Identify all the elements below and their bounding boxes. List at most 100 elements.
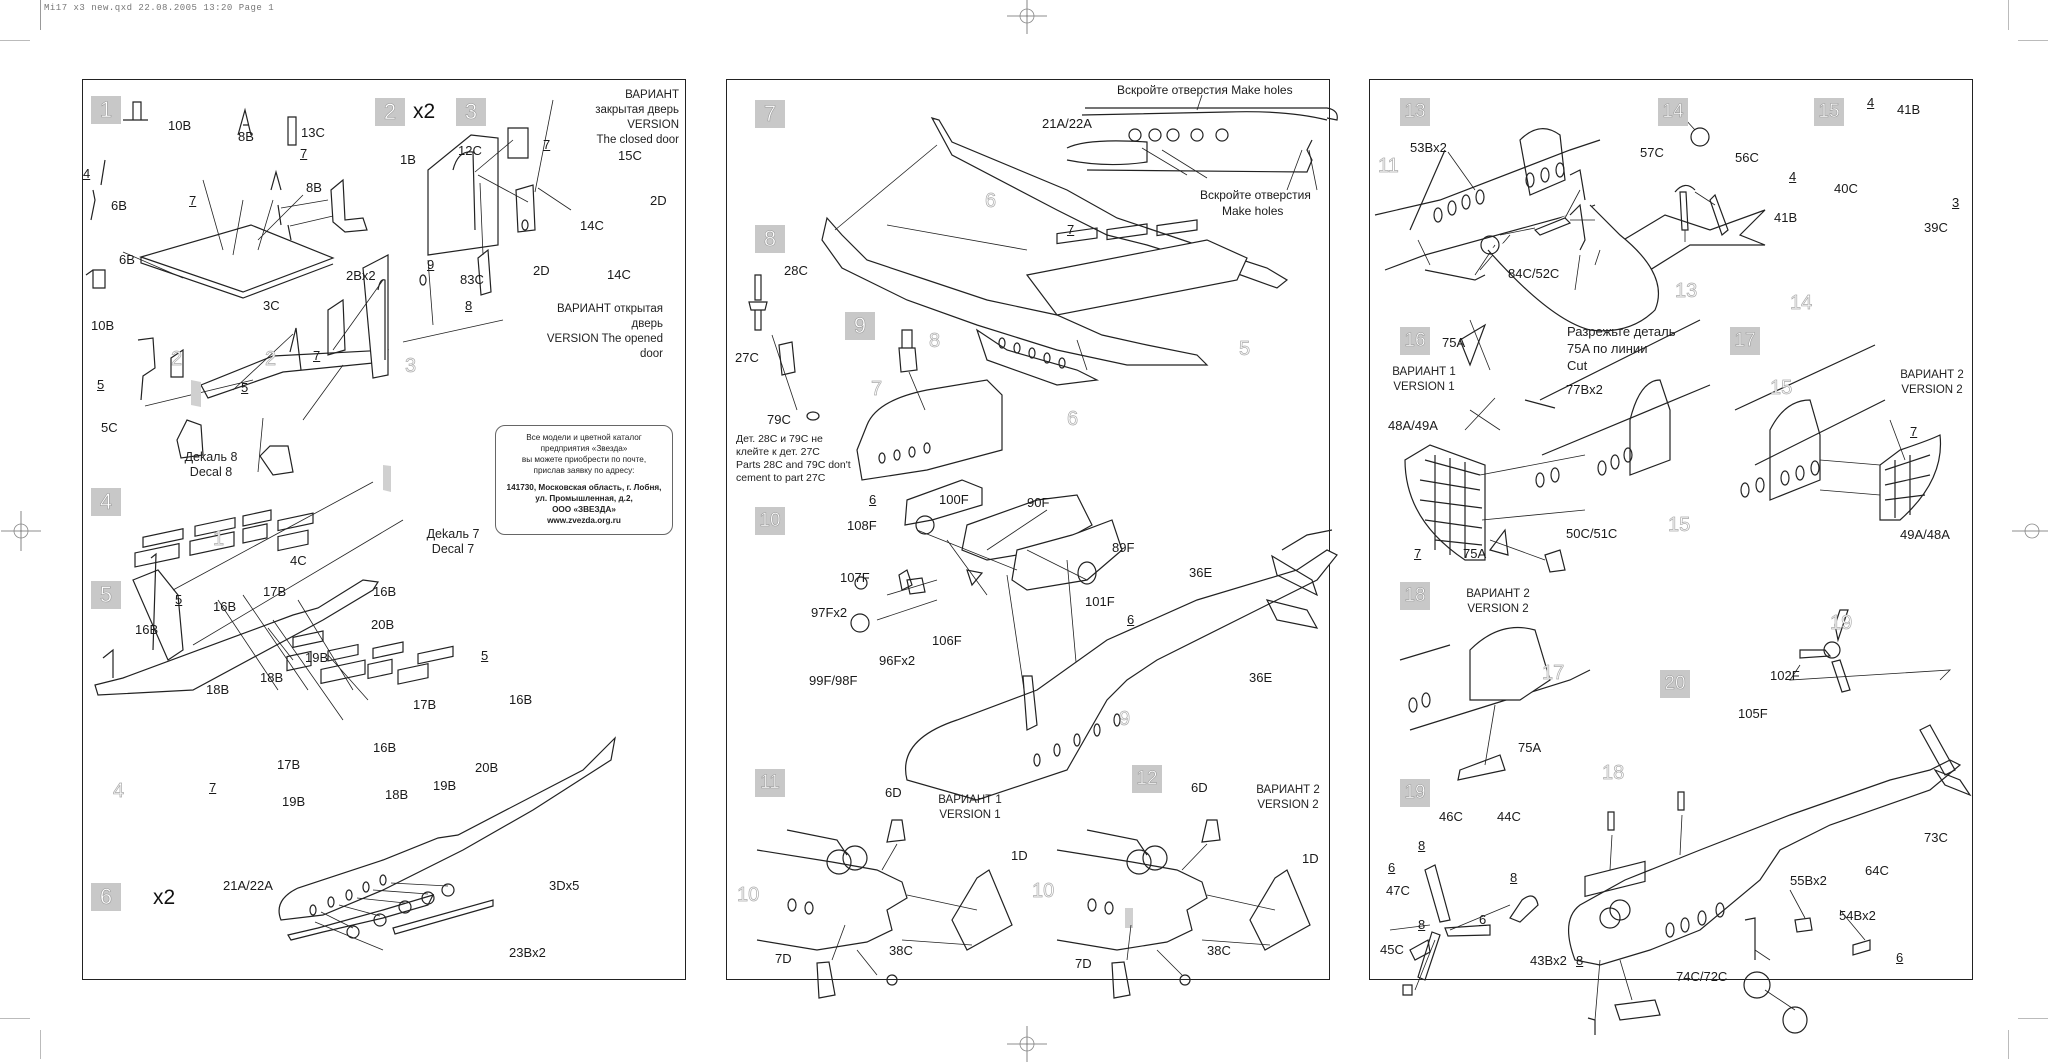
step-11-badge: 11 <box>755 769 785 797</box>
part-ref-label: 6 <box>869 492 877 507</box>
registration-mark-top <box>1007 0 1047 34</box>
part-label: 8B <box>306 180 322 195</box>
step-3-badge: 3 <box>456 98 486 126</box>
part-label: 14C <box>607 267 631 282</box>
step-10-badge: 10 <box>755 507 785 535</box>
step-20-badge: 20 <box>1660 670 1690 698</box>
part-ref-label: 6 <box>1896 950 1904 965</box>
subassembly-ref: 11 <box>1378 155 1399 178</box>
part-label: 108F <box>847 518 877 533</box>
step-14-badge: 14 <box>1658 98 1688 126</box>
part-label: 16B <box>509 692 533 707</box>
part-label: 1D <box>1302 851 1319 866</box>
subassembly-ref: 7 <box>871 378 883 401</box>
crop-mark <box>2008 1030 2009 1059</box>
part-ref-label: 6 <box>1388 860 1396 875</box>
part-label: 17B <box>277 757 301 772</box>
part-ref-label: 8 <box>1510 870 1518 885</box>
registration-mark-bottom <box>1007 1026 1047 1062</box>
part-label: 41B <box>1897 102 1921 117</box>
part-label: 13C <box>301 125 325 140</box>
registration-mark-left <box>1 511 41 551</box>
part-ref-label: 8 <box>1418 917 1426 932</box>
step-7-badge: 7 <box>755 100 785 128</box>
instruction-panel-right: 13 14 15 16 17 18 19 20 53Bx2 84C/52C 57… <box>1369 79 1973 1035</box>
make-holes-note-en: Make holes <box>1222 204 1284 218</box>
subassembly-ref: 2 <box>171 348 183 371</box>
part-ref-label: 5 <box>481 648 489 663</box>
left-panel-line-art <box>85 99 616 951</box>
part-label: 96Fx2 <box>879 653 916 668</box>
part-label: 4C <box>290 553 307 568</box>
part-label: 106F <box>932 633 962 648</box>
part-label: 36E <box>1189 565 1213 580</box>
part-label: 97Fx2 <box>811 605 848 620</box>
step-2-multiplier: x2 <box>413 100 436 123</box>
part-label: 75A <box>1463 546 1487 561</box>
part-label: 1B <box>400 152 416 167</box>
subassembly-ref: 8 <box>929 330 941 353</box>
subassembly-ref: 5 <box>1239 338 1251 361</box>
step-8-badge: 8 <box>755 225 785 253</box>
part-ref-label: 6 <box>1479 912 1487 927</box>
part-label: 50C/51C <box>1566 526 1618 541</box>
part-ref-label: 7 <box>313 348 321 363</box>
part-label: 18B <box>260 670 284 685</box>
step-1-badge: 1 <box>91 96 121 124</box>
step-12-badge: 12 <box>1132 765 1162 793</box>
part-label: 12C <box>458 143 482 158</box>
part-label: 21A/22A <box>1042 116 1092 131</box>
part-label: 17B <box>263 584 287 599</box>
instruction-panel-left: 1 2 x2 3 4 5 6 x2 10B 8B 13C 4 7 8B 6B 7… <box>82 79 686 980</box>
part-label: 20B <box>475 760 499 775</box>
part-ref-label: 7 <box>1414 546 1422 561</box>
part-label: 10B <box>168 118 192 133</box>
part-label: 43Bx2 <box>1530 953 1567 968</box>
part-label: 38C <box>889 943 913 958</box>
part-label: 7D <box>1075 956 1092 971</box>
part-label: 2Bx2 <box>346 268 376 283</box>
part-label: 40C <box>1834 181 1858 196</box>
make-holes-note-top: Вскройте отверстия Make holes <box>1117 83 1293 97</box>
part-label: 28C <box>784 263 808 278</box>
part-label: 83C <box>460 272 484 287</box>
part-label: 102F <box>1770 668 1800 683</box>
step-15-badge: 15 <box>1814 98 1844 126</box>
subassembly-ref: 14 <box>1790 292 1813 315</box>
part-label: 16B <box>135 622 159 637</box>
part-label: 46C <box>1439 809 1463 824</box>
subassembly-ref: 13 <box>1675 280 1698 303</box>
part-label: 73C <box>1924 830 1948 845</box>
make-holes-note-ru: Вскройте отверстия <box>1200 188 1311 202</box>
catalog-info-box: Все модели и цветной каталог предприятия… <box>495 425 673 535</box>
part-label: 77Bx2 <box>1566 382 1603 397</box>
part-ref-label: 7 <box>300 146 308 161</box>
part-label: 75A <box>1518 740 1542 755</box>
subassembly-ref: 19 <box>1830 612 1853 635</box>
part-label: 10B <box>91 318 115 333</box>
part-label: 16B <box>373 584 397 599</box>
subassembly-ref: 15 <box>1770 377 1793 400</box>
part-label: 48A/49A <box>1388 418 1438 433</box>
part-label: 90F <box>1027 495 1050 510</box>
registration-mark-right <box>2012 523 2048 539</box>
subassembly-ref: 10 <box>1032 880 1055 903</box>
subassembly-ref: 6 <box>1067 408 1079 431</box>
part-label: 16B <box>213 599 237 614</box>
part-label: 105F <box>1738 706 1768 721</box>
part-label: 21A/22A <box>223 878 273 893</box>
subassembly-ref: 10 <box>737 884 760 907</box>
website-link: www.zvezda.org.ru <box>547 516 621 525</box>
part-ref-label: 7 <box>189 193 197 208</box>
step-6-multiplier: x2 <box>153 886 176 909</box>
subassembly-ref: 4 <box>113 780 125 803</box>
slug-rule <box>40 0 41 30</box>
part-label: 38C <box>1207 943 1231 958</box>
subassembly-ref: 17 <box>1542 662 1565 685</box>
part-label: 57C <box>1640 145 1664 160</box>
subassembly-ref: 9 <box>1119 708 1131 731</box>
